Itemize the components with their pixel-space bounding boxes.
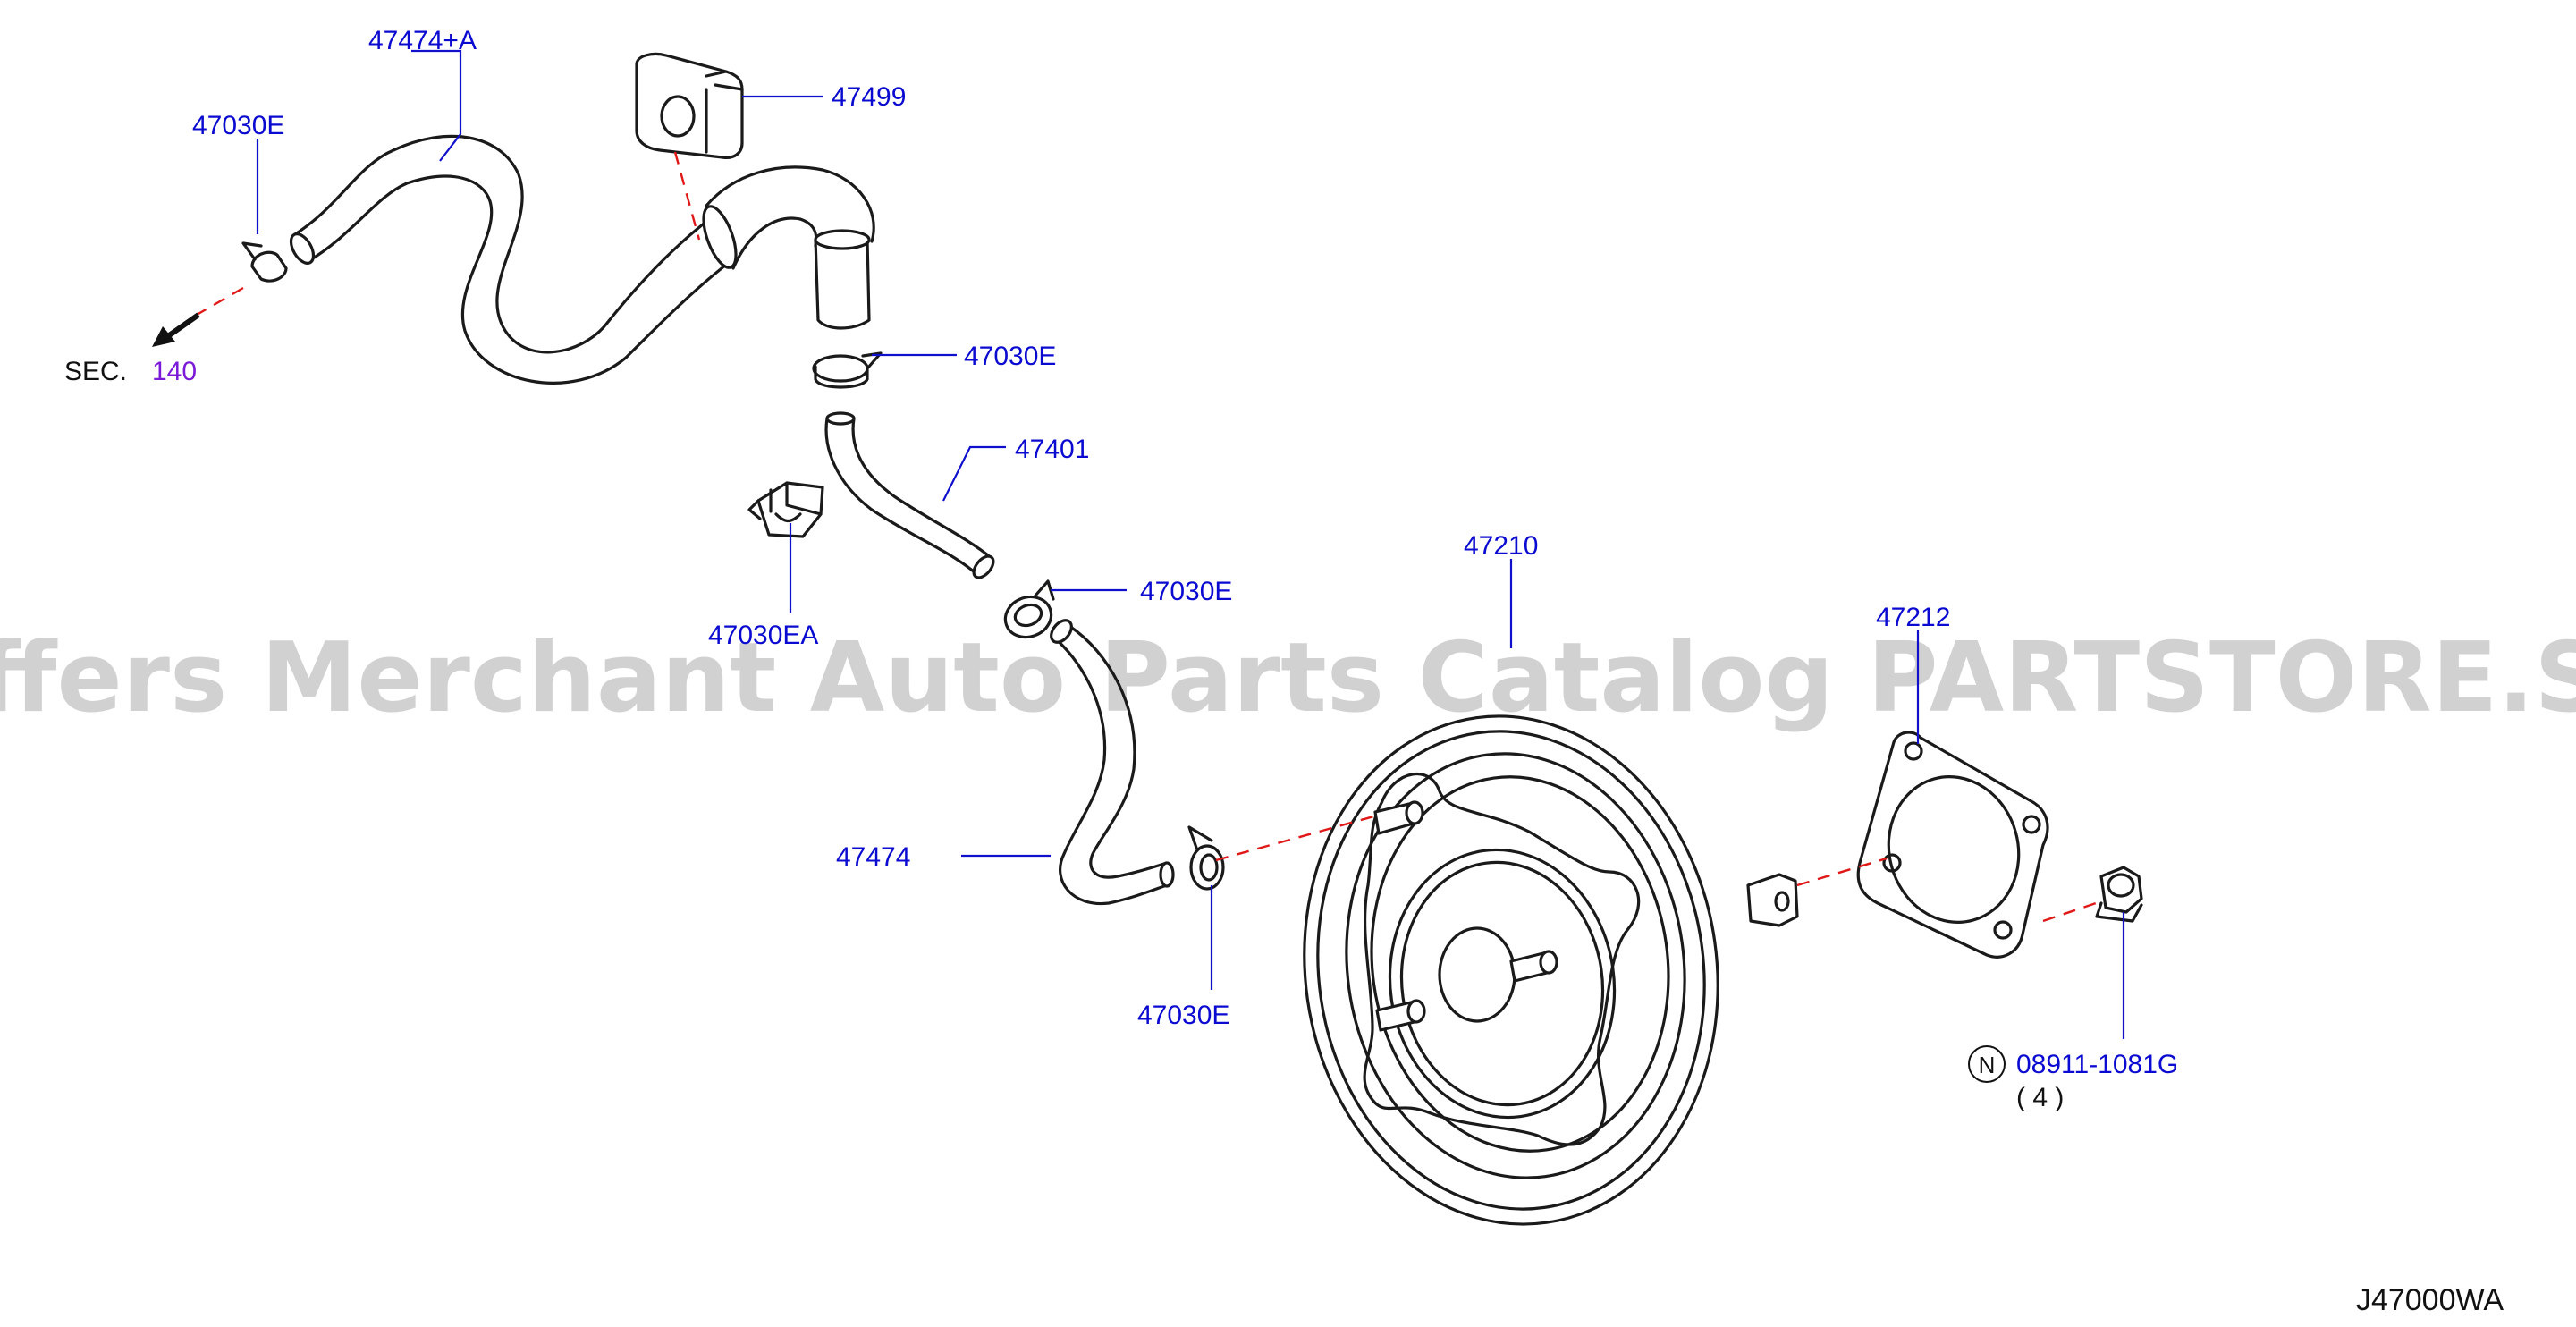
clamp-bottom-part[interactable] bbox=[1187, 825, 1225, 891]
label-hose-lower: 47474 bbox=[836, 842, 910, 872]
label-nut-qty: ( 4 ) bbox=[2016, 1083, 2064, 1112]
clamp-mid-part[interactable] bbox=[812, 351, 883, 389]
diagram-code: J47000WA bbox=[2356, 1283, 2504, 1317]
section-ref-link[interactable]: 140 bbox=[152, 357, 197, 386]
upper-hose-part[interactable] bbox=[286, 134, 875, 385]
label-clamp-top-left: 47030E bbox=[192, 111, 284, 140]
section-ref-prefix: SEC. bbox=[64, 357, 127, 386]
label-gasket-47212: 47212 bbox=[1876, 603, 1950, 632]
alignment-lines bbox=[196, 151, 2102, 923]
label-nut: 08911-1081G bbox=[2016, 1050, 2178, 1079]
clamp-lower-part[interactable] bbox=[1000, 579, 1057, 644]
label-bracket-47499: 47499 bbox=[832, 82, 906, 112]
label-clamp-bottom: 47030E bbox=[1137, 1001, 1229, 1030]
gasket-47212-part[interactable] bbox=[1856, 731, 2049, 959]
label-tube-47401: 47401 bbox=[1015, 435, 1089, 464]
clamp-top-left-part[interactable] bbox=[241, 241, 288, 283]
label-hose-upper: 47474+A bbox=[368, 26, 477, 55]
watermark-text: Offers Merchant Auto Parts Catalog PARTS… bbox=[0, 622, 2576, 734]
label-clip-47030ea: 47030EA bbox=[708, 621, 818, 650]
label-clamp-mid: 47030E bbox=[964, 342, 1056, 371]
label-clamp-lower: 47030E bbox=[1140, 577, 1232, 606]
brake-booster-part[interactable] bbox=[1272, 689, 1799, 1251]
leader-lines bbox=[256, 49, 2125, 1039]
nut-part[interactable] bbox=[2095, 866, 2143, 923]
nut-symbol-letter: N bbox=[1979, 1052, 1996, 1078]
section-arrow-icon bbox=[152, 312, 200, 347]
label-booster-47210: 47210 bbox=[1464, 531, 1538, 561]
clip-47030ea-part[interactable] bbox=[747, 481, 824, 538]
bracket-47499-part[interactable] bbox=[635, 52, 744, 159]
lower-hose-part[interactable] bbox=[1047, 616, 1175, 906]
nut-symbol-circle bbox=[1968, 1045, 2006, 1083]
tube-47401-part[interactable] bbox=[824, 411, 997, 581]
